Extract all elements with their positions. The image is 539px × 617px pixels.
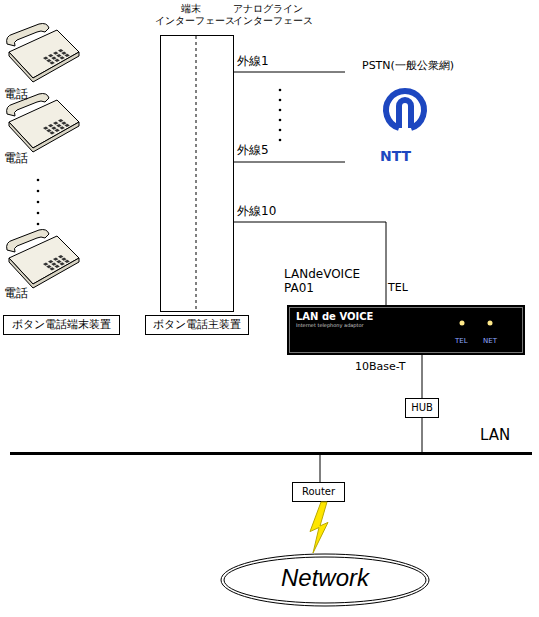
- outer-ellipse: [221, 554, 429, 606]
- port-label: TEL: [388, 282, 428, 295]
- box-caption: HUB: [406, 402, 438, 414]
- device-name: LANdeVOICE PA01: [284, 268, 364, 296]
- dot: [279, 99, 282, 102]
- bus-name: LAN: [480, 427, 525, 444]
- telephone-illustration: [7, 24, 79, 83]
- lightning-link: [310, 502, 328, 553]
- voice-adapter-device: LANdeVOICE PA01LAN de VOICEInternet tele…: [287, 305, 525, 355]
- box-caption: ボタン電話主装置: [146, 319, 248, 332]
- ellipsis-dots: [279, 89, 282, 142]
- outside-line-connector: [234, 222, 386, 305]
- ellipsis-dots: [37, 179, 40, 226]
- dot: [37, 212, 40, 215]
- led-label: TEL: [455, 337, 475, 345]
- dot: [37, 223, 40, 226]
- dot: [279, 139, 282, 142]
- dot: [279, 119, 282, 122]
- device-tagline: Internet telephony adaptor: [296, 323, 446, 329]
- dot: [279, 129, 282, 132]
- interface-heading: アナログライン インターフェース: [233, 3, 318, 26]
- interface-divider: [196, 36, 197, 311]
- main-unit-box: 端末 インターフェースアナログライン インターフェース: [160, 35, 234, 312]
- network-label: PSTN(一般公衆網): [362, 60, 512, 73]
- telephone-illustration: [7, 230, 79, 289]
- dot: [37, 179, 40, 182]
- hub-box: HUB: [405, 398, 439, 418]
- lan-bus: LAN: [10, 452, 532, 455]
- line-label: 外線5: [237, 144, 297, 158]
- led-label: NET: [483, 337, 503, 345]
- carrier-label: NTT: [380, 148, 440, 164]
- led-indicator: [460, 321, 465, 326]
- network-cloud: Network: [220, 553, 430, 607]
- cable-connector: [422, 355, 423, 398]
- cable-connector: [422, 418, 423, 452]
- phone-label: 電話: [4, 88, 44, 102]
- connector-label: 外線10: [237, 205, 297, 219]
- phone-label: 電話: [4, 287, 44, 301]
- logo-ring: [386, 91, 424, 128]
- connector-label: 10Base-T: [355, 361, 425, 374]
- network-name: Network: [220, 564, 430, 592]
- logo-loop: [399, 100, 411, 128]
- terminal-caption-box: ボタン電話端末装置: [3, 315, 120, 335]
- box-caption: ボタン電話端末装置: [4, 319, 119, 332]
- phone-label: 電話: [4, 152, 44, 166]
- outside-line-wire: [234, 72, 345, 73]
- dot: [279, 89, 282, 92]
- telephone-illustration: [7, 94, 79, 153]
- dot: [37, 190, 40, 193]
- cable-connector: [320, 455, 321, 482]
- main-unit-caption-box: ボタン電話主装置: [145, 315, 249, 335]
- router-box: Router: [292, 482, 345, 502]
- dot: [37, 201, 40, 204]
- box-caption: Router: [293, 486, 344, 498]
- device-brand: LAN de VOICE: [296, 311, 446, 323]
- outside-line-wire: [234, 162, 345, 163]
- device-frame: [290, 308, 523, 353]
- interface-heading: 端末 インターフェース: [155, 3, 227, 26]
- led-indicator: [488, 321, 493, 326]
- line-label: 外線1: [237, 55, 297, 69]
- ntt-logo: [386, 91, 424, 128]
- dot: [279, 109, 282, 112]
